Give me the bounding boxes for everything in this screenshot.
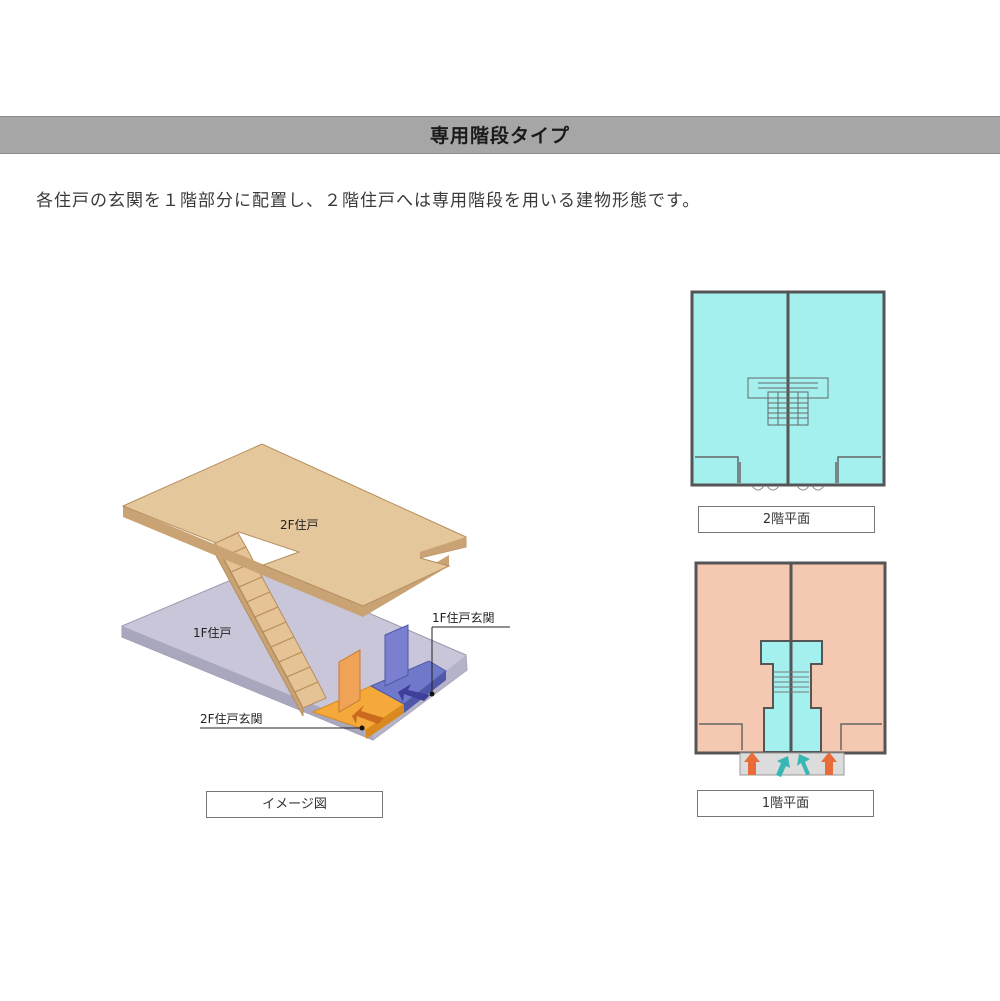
arrow-1f-entry-left-icon	[776, 756, 790, 777]
caption-2f-plan: 2階平面	[698, 506, 875, 533]
floor2-slab	[121, 443, 467, 607]
arrow-1f-entry-right-icon	[797, 754, 810, 775]
caption-1f-plan: 1階平面	[697, 790, 874, 817]
arrow-2f-entrance-icon	[352, 705, 384, 724]
caption-isometric: イメージ図	[206, 791, 383, 818]
door-2f-entrance	[338, 649, 361, 713]
label-1f-entrance: 1F住戸玄関	[432, 610, 495, 625]
door-1f-entrance	[384, 624, 409, 687]
floor2-plan	[690, 290, 886, 491]
label-2f-unit: 2F住戸	[280, 518, 319, 532]
arrow-2f-entry-left-icon	[744, 752, 760, 775]
label-2f-entrance: 2F住戸玄関	[200, 711, 263, 726]
leader-lines	[200, 626, 510, 729]
label-1f-unit: 1F住戸	[193, 626, 232, 640]
page-title: 専用階段タイプ	[429, 125, 570, 147]
arrow-1f-entrance-icon	[398, 684, 430, 702]
leader-dot-1f	[429, 691, 435, 697]
floor1-plan	[694, 561, 887, 777]
leader-dot-2f	[359, 725, 365, 731]
title-bar: 専用階段タイプ	[0, 116, 1000, 154]
private-staircase	[212, 532, 327, 717]
isometric-view: 2F住戸 1F住戸 1F住戸玄関 2F住戸玄関	[121, 443, 510, 741]
description-text: 各住戸の玄関を１階部分に配置し、２階住戸へは専用階段を用いる建物形態です。	[36, 191, 701, 211]
arrow-2f-entry-right-icon	[821, 752, 837, 775]
